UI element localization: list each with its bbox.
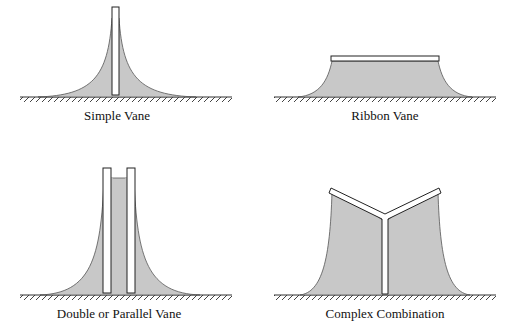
caption-label: Ribbon Vane: [351, 108, 418, 123]
ground-hatch: [274, 295, 496, 300]
vane-plate: [103, 168, 111, 293]
ground-hatch: [20, 295, 232, 300]
fillet-shape: [110, 176, 128, 292]
vane-plate: [331, 56, 439, 61]
vane-plate: [112, 7, 119, 95]
caption-label: Simple Vane: [84, 108, 150, 123]
ground-hatch: [20, 97, 232, 102]
caption-label: Double or Parallel Vane: [57, 306, 181, 321]
vane-plate: [127, 168, 135, 293]
ground-hatch: [20, 97, 496, 300]
fillet-shape: [298, 61, 472, 97]
caption-label: Complex Combination: [326, 306, 445, 321]
vane-plate: [329, 188, 441, 294]
ground-hatch: [274, 97, 496, 102]
